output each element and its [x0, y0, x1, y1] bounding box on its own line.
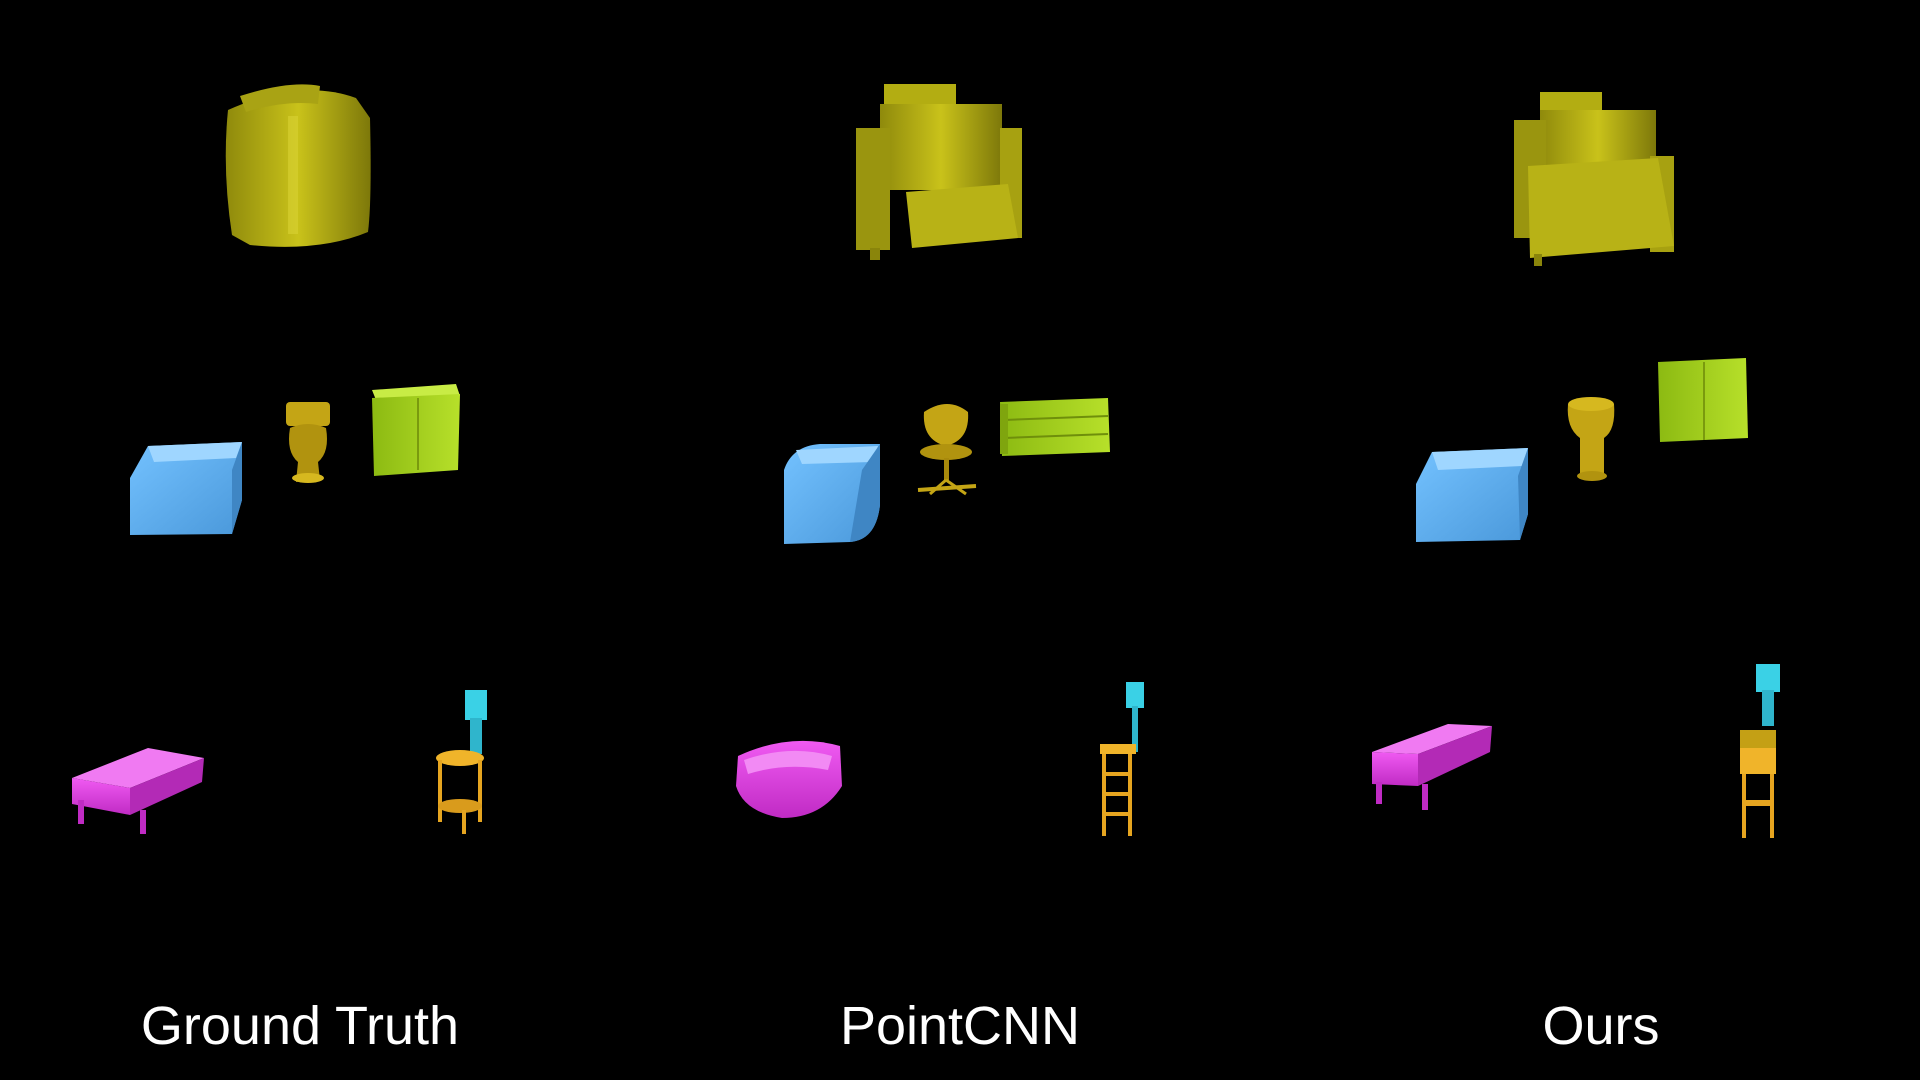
ours-bench — [1372, 724, 1492, 810]
pc-dresser — [1000, 398, 1110, 456]
caption-ground-truth: Ground Truth — [140, 996, 460, 1056]
ours-cabinet — [1658, 358, 1748, 442]
gt-bathtub — [130, 442, 242, 535]
gt-column — [72, 84, 487, 834]
gt-toilet — [286, 402, 330, 483]
pointcnn-column — [736, 84, 1144, 836]
pc-armchair — [856, 84, 1022, 260]
caption-ours: Ours — [1542, 996, 1660, 1056]
pc-office-chair — [917, 404, 977, 496]
gt-armchair — [225, 84, 371, 247]
pc-lamp-table — [1100, 682, 1144, 836]
ours-armchair — [1514, 92, 1674, 266]
pc-sofa — [736, 740, 842, 818]
caption-pointcnn: PointCNN — [839, 996, 1081, 1056]
pc-bathtub — [784, 444, 880, 544]
gt-bench — [72, 748, 204, 834]
ours-lamp-table — [1740, 664, 1780, 838]
ours-toilet — [1567, 397, 1615, 481]
ours-column — [1372, 92, 1780, 838]
ours-bathtub — [1416, 448, 1528, 542]
gt-lamp-table — [436, 690, 487, 834]
gt-cabinet — [372, 384, 460, 476]
